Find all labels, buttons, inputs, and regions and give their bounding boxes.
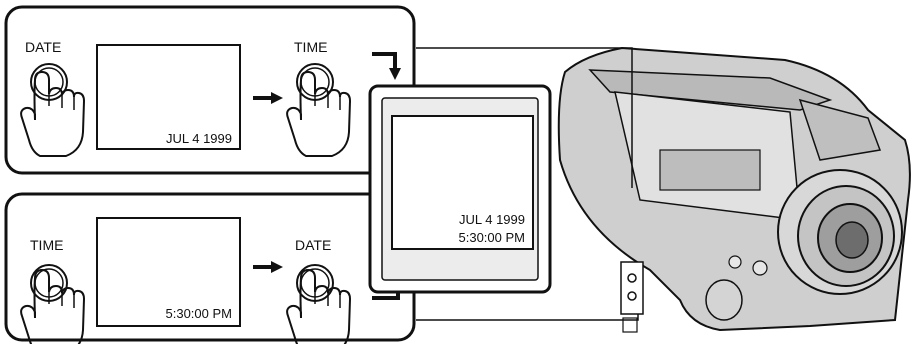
top-second-button-label: TIME (294, 39, 327, 55)
bottom-screen-text: 5:30:00 PM (166, 306, 233, 321)
bottom-first-button-label: TIME (30, 237, 63, 253)
result-time-text: 5:30:00 PM (459, 230, 526, 245)
camcorder-illustration (559, 48, 910, 332)
result-screen-frame: JUL 4 1999 5:30:00 PM (370, 86, 550, 292)
button-indicator-icon (621, 262, 643, 314)
top-first-button-label: DATE (25, 39, 61, 55)
bottom-second-button-label: DATE (295, 237, 331, 253)
top-step-panel: DATE JUL 4 1999 TIME (6, 7, 414, 173)
top-screen-text: JUL 4 1999 (166, 131, 232, 146)
result-date-text: JUL 4 1999 (459, 212, 525, 227)
bottom-step-panel: TIME 5:30:00 PM DATE (6, 194, 414, 344)
